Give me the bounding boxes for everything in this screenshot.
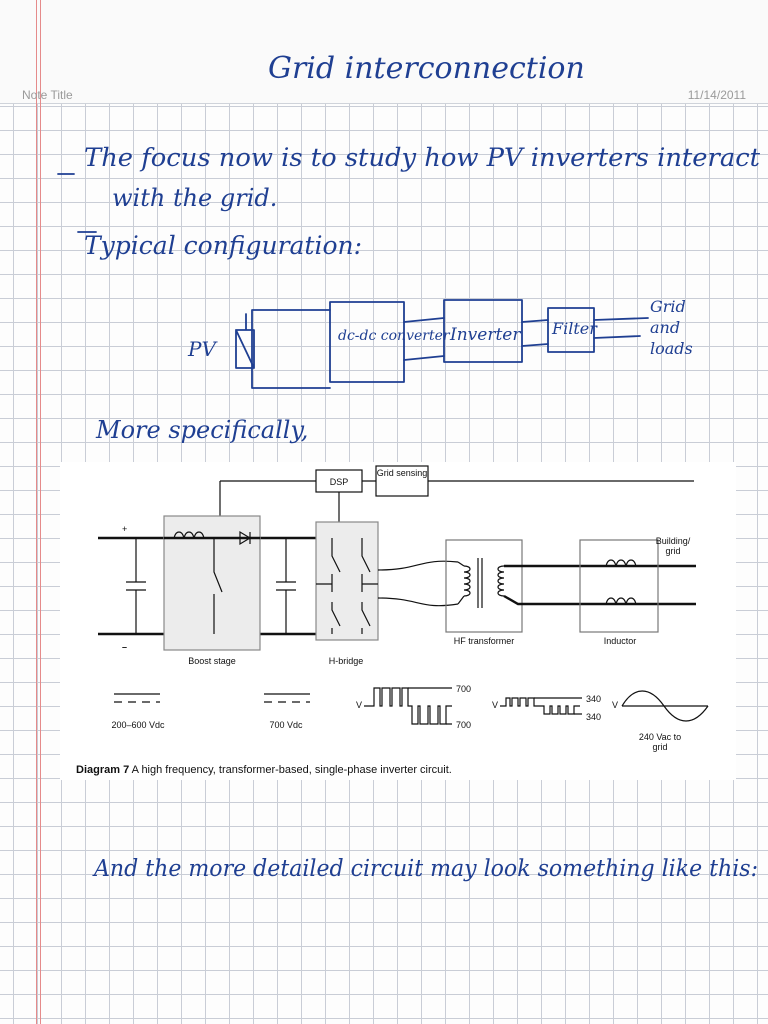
h-bridge-label: H-bridge bbox=[329, 656, 364, 666]
inductor-box bbox=[579, 539, 659, 633]
hf-transformer-label: HF transformer bbox=[454, 636, 515, 646]
wave2-top-label: 340 bbox=[586, 694, 601, 704]
circuit-diagram: DSP Grid sensing + – Boost stage bbox=[98, 465, 709, 752]
handwritten-line-3: Typical configuration: bbox=[84, 231, 362, 260]
note-date: 11/14/2011 bbox=[687, 88, 746, 102]
dsp-label: DSP bbox=[330, 477, 349, 487]
filter-label: Filter bbox=[551, 319, 598, 338]
handwritten-heading: Grid interconnection bbox=[268, 51, 585, 86]
inductor-coil-bottom bbox=[605, 597, 637, 605]
pv-panel-icon bbox=[235, 313, 255, 369]
inverter-label: Inverter bbox=[449, 325, 521, 345]
boost-inductor bbox=[173, 531, 205, 539]
minus-sign: – bbox=[122, 642, 127, 652]
hf-transformer-box bbox=[445, 539, 523, 633]
wave1-v-label: V bbox=[356, 700, 362, 710]
filter-output-wires bbox=[593, 317, 649, 339]
output-lines bbox=[524, 564, 696, 606]
primary-leads bbox=[457, 561, 465, 605]
control-lines bbox=[219, 480, 694, 522]
caption-text: A high frequency, transformer-based, sin… bbox=[129, 764, 452, 776]
h-bridge-switches bbox=[316, 538, 378, 634]
handwritten-line-2: with the grid. bbox=[112, 184, 277, 212]
pv-label: PV bbox=[187, 337, 218, 361]
dc-link-capacitor bbox=[276, 538, 296, 634]
sine-v-label: V bbox=[612, 700, 618, 710]
caption-bold: Diagram 7 bbox=[76, 764, 130, 776]
inverter-block bbox=[443, 299, 523, 363]
dc-symbol-1 bbox=[114, 693, 160, 703]
transformer-core bbox=[477, 558, 483, 608]
margin-line-right bbox=[40, 0, 41, 1024]
wave2-bottom-label: 340 bbox=[586, 712, 601, 722]
boost-diode bbox=[239, 530, 252, 546]
pwm-waveform-1: V 700 700 bbox=[356, 684, 471, 730]
boost-stage-label: Boost stage bbox=[188, 656, 236, 666]
ac-output-waveform: V 240 Vac to grid bbox=[612, 690, 709, 752]
wave2-path bbox=[500, 697, 580, 715]
dcdc-inverter-wires bbox=[403, 317, 445, 361]
margin-line-left bbox=[36, 0, 37, 1024]
transformer-output-leads bbox=[503, 564, 524, 606]
page-header bbox=[0, 0, 768, 104]
dc-link-voltage-label: 700 Vdc bbox=[269, 720, 303, 730]
boost-switch bbox=[213, 538, 223, 634]
grid-sensing-label: Grid sensing bbox=[376, 468, 428, 478]
pv-block-diagram: PV dc-dc converter Inverter Filter Grid … bbox=[187, 297, 693, 389]
pwm-waveform-2: V 340 340 bbox=[492, 694, 601, 722]
wave2-level-lines bbox=[534, 697, 582, 715]
header-rule bbox=[0, 103, 768, 104]
handwritten-line-5: And the more detailed circuit may look s… bbox=[92, 856, 758, 882]
inductor-coil-top bbox=[605, 559, 637, 567]
boost-stage-box bbox=[163, 515, 261, 651]
input-capacitor bbox=[126, 538, 146, 634]
filter-block bbox=[547, 307, 595, 353]
dcdc-block bbox=[329, 301, 405, 383]
handwritten-line-4: More specifically, bbox=[95, 416, 308, 444]
wave2-v-label: V bbox=[492, 700, 498, 710]
inductor-label: Inductor bbox=[604, 636, 637, 646]
plus-sign: + bbox=[122, 524, 127, 534]
figure-caption: Diagram 7 A high frequency, transformer-… bbox=[76, 764, 452, 776]
wave1-top-label: 700 bbox=[456, 684, 471, 694]
handwritten-line-1: The focus now is to study how PV inverte… bbox=[84, 143, 761, 172]
wave1-level-lines bbox=[408, 687, 452, 725]
wave1-path bbox=[364, 687, 452, 725]
inverter-circuit-figure: DSP Grid sensing + – Boost stage bbox=[60, 462, 736, 780]
dc-symbol-2 bbox=[264, 693, 310, 703]
pv-wires bbox=[251, 309, 331, 389]
note-title-label[interactable]: Note Title bbox=[22, 88, 73, 102]
inverter-filter-wires bbox=[521, 319, 549, 347]
wave1-bottom-label: 700 bbox=[456, 720, 471, 730]
transformer-primary bbox=[463, 565, 471, 597]
dcdc-label: dc-dc converter bbox=[338, 328, 451, 344]
input-voltage-label: 200–600 Vdc bbox=[111, 720, 165, 730]
bridge-transformer-link bbox=[377, 560, 459, 607]
ac-output-label: 240 Vac to grid bbox=[638, 732, 682, 752]
transformer-secondary bbox=[497, 565, 505, 597]
grid-and-loads-label: Grid and loads bbox=[650, 297, 693, 358]
building-grid-label: Building/ grid bbox=[655, 536, 691, 556]
